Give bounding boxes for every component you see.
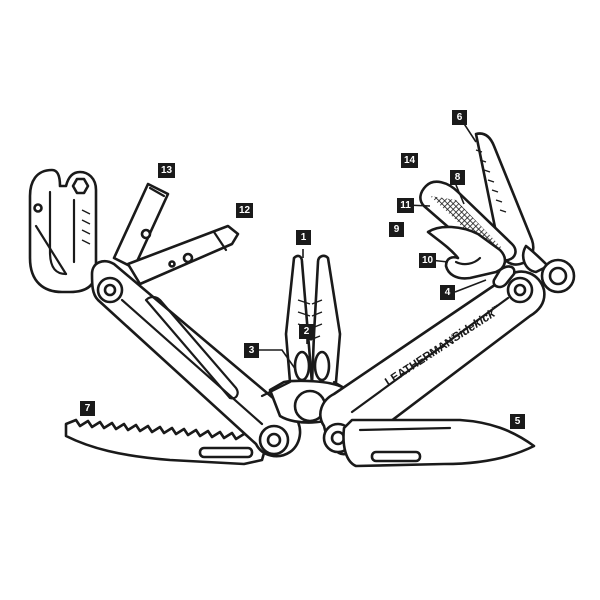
callout-10: 10 — [419, 253, 436, 268]
callout-12: 12 — [236, 203, 253, 218]
callout-11: 11 — [397, 198, 414, 213]
callout-2: 2 — [299, 324, 314, 339]
carabiner-bottle-opener — [28, 168, 98, 294]
svg-text:6: 6 — [457, 112, 463, 123]
callout-14: 14 — [401, 153, 418, 168]
callout-13: 13 — [158, 163, 175, 178]
callout-5: 5 — [510, 414, 525, 429]
svg-text:8: 8 — [455, 172, 461, 183]
svg-text:14: 14 — [404, 155, 416, 166]
svg-text:9: 9 — [394, 224, 400, 235]
callout-3: 3 — [244, 343, 259, 358]
callout-8: 8 — [450, 170, 465, 185]
svg-text:7: 7 — [85, 403, 91, 414]
svg-text:2: 2 — [304, 326, 310, 337]
tool-12-screwdriver-blade — [126, 224, 240, 286]
hex-bit-icon — [71, 177, 90, 195]
svg-text:10: 10 — [422, 255, 434, 266]
svg-text:11: 11 — [400, 200, 411, 211]
callout-9: 9 — [389, 222, 404, 237]
registered-mark: ® — [449, 331, 458, 341]
tool-9-10-bottle-can-opener — [426, 225, 507, 280]
callout-6: 6 — [452, 110, 467, 125]
svg-text:5: 5 — [515, 416, 521, 427]
tool-13-screwdriver — [112, 182, 170, 270]
trademark-mark: ™ — [491, 304, 501, 314]
plier-jaws — [260, 254, 360, 424]
callout-4: 4 — [440, 285, 455, 300]
callout-1: 1 — [296, 230, 311, 245]
callout-7: 7 — [80, 401, 95, 416]
svg-text:12: 12 — [239, 205, 251, 216]
svg-text:3: 3 — [249, 345, 255, 356]
svg-text:4: 4 — [445, 287, 451, 298]
left-handle — [90, 260, 302, 458]
tool-5-knife-blade — [342, 418, 536, 468]
svg-text:13: 13 — [161, 165, 173, 176]
tool-7-saw-blade — [64, 418, 268, 466]
svg-text:1: 1 — [301, 232, 307, 243]
